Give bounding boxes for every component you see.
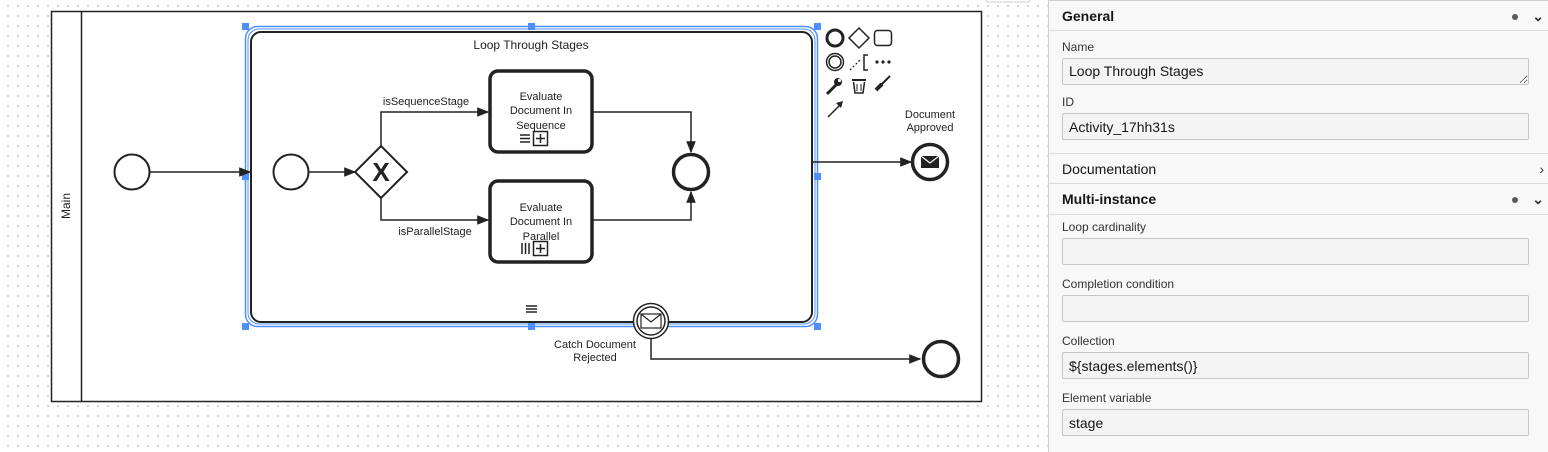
task-parallel-label-3: Parallel [523, 231, 560, 243]
append-end-event-icon[interactable] [825, 28, 845, 48]
chevron-down-icon[interactable]: ⌄ [1532, 191, 1544, 207]
group-general-title: General [1062, 8, 1115, 24]
message-end-event[interactable] [910, 142, 950, 182]
data-marker-icon [1512, 197, 1518, 203]
sequential-multi-instance-icon [526, 305, 537, 313]
element-variable-label: Element variable [1062, 391, 1152, 405]
id-input[interactable] [1062, 113, 1529, 140]
group-general-header[interactable]: General ⌄ [1049, 0, 1548, 31]
properties-panel: General ⌄ Name Loop Through Stages ID Do… [1048, 0, 1548, 452]
name-label: Name [1062, 40, 1095, 54]
name-entry: Name Loop Through Stages [1049, 39, 1548, 90]
id-label: ID [1062, 95, 1074, 109]
flow-label-is-sequence: isSequenceStage [383, 96, 469, 108]
wrench-icon[interactable] [825, 78, 842, 96]
group-documentation-header[interactable]: Documentation › [1049, 153, 1548, 184]
sequence-flow-par-to-end[interactable] [593, 190, 696, 221]
append-intermediate-event-icon[interactable] [825, 52, 845, 72]
loop-cardinality-entry: Loop cardinality [1049, 219, 1548, 265]
subprocess-loop-through-stages[interactable] [250, 31, 813, 323]
collapsed-subprocess-icon [532, 130, 549, 147]
diagram-canvas[interactable]: Main Loop Through Stages [0, 0, 1048, 452]
task-sequence-label-3: Sequence [516, 120, 566, 132]
canvas-toolbar[interactable] [985, 0, 1031, 3]
end-approved-label-2: Approved [906, 122, 953, 134]
task-sequence-label-2: Document In [510, 105, 572, 117]
boundary-message-event[interactable] [632, 302, 670, 340]
chevron-right-icon[interactable]: › [1539, 161, 1544, 177]
bpmn-diagram: Main Loop Through Stages [50, 0, 1031, 403]
loop-cardinality-label: Loop cardinality [1062, 220, 1147, 234]
group-multi-instance-title: Multi-instance [1062, 191, 1157, 207]
task-parallel-label-2: Document In [510, 216, 572, 228]
lane-label: Main [59, 193, 73, 219]
exclusive-gateway[interactable]: X [353, 144, 409, 200]
name-input[interactable]: Loop Through Stages [1062, 58, 1529, 85]
task-sequence-label-1: Evaluate [520, 91, 563, 103]
end-approved-label-1: Document [905, 109, 955, 121]
group-documentation-title: Documentation [1062, 161, 1157, 177]
completion-condition-label: Completion condition [1062, 277, 1175, 291]
collection-entry: Collection [1049, 333, 1548, 379]
paintbrush-icon[interactable] [874, 75, 891, 92]
sequence-flow-is-parallel[interactable] [380, 198, 490, 225]
sequence-flow-seq-to-end[interactable] [593, 111, 696, 154]
flow-label-is-parallel: isParallelStage [398, 226, 471, 238]
inner-end-event[interactable] [671, 152, 711, 192]
data-marker-icon [1512, 14, 1518, 20]
trash-icon[interactable] [852, 79, 866, 94]
inner-start-event[interactable] [272, 153, 310, 191]
more-options-icon[interactable] [875, 60, 891, 64]
id-entry: ID [1049, 94, 1548, 140]
subprocess-label: Loop Through Stages [473, 38, 588, 52]
context-pad[interactable] [825, 26, 893, 118]
append-task-icon[interactable] [873, 29, 893, 47]
collection-input[interactable] [1062, 352, 1529, 379]
loop-cardinality-input[interactable] [1062, 238, 1529, 265]
boundary-label-2: Rejected [573, 352, 616, 364]
task-evaluate-parallel[interactable] [488, 179, 594, 264]
completion-condition-input[interactable] [1062, 295, 1529, 322]
sequence-flow-is-sequence[interactable] [380, 107, 490, 146]
task-evaluate-sequence[interactable] [488, 69, 594, 154]
end-event-rejected[interactable] [921, 339, 961, 379]
chevron-down-icon[interactable]: ⌄ [1532, 8, 1544, 24]
boundary-label-1: Catch Document [554, 339, 636, 351]
group-multi-instance-header[interactable]: Multi-instance ⌄ [1049, 184, 1548, 215]
gateway-marker: X [372, 157, 390, 187]
parallel-marker-icon [521, 243, 530, 254]
sequential-marker-icon [520, 134, 530, 143]
text-annotation-icon[interactable] [849, 54, 868, 71]
element-variable-input[interactable] [1062, 409, 1529, 436]
task-parallel-label-1: Evaluate [520, 202, 563, 214]
completion-condition-entry: Completion condition [1049, 276, 1548, 322]
collapsed-subprocess-icon [532, 240, 549, 257]
collection-label: Collection [1062, 334, 1115, 348]
sequence-flow-rejected[interactable] [650, 339, 922, 364]
element-variable-entry: Element variable [1049, 390, 1548, 436]
append-gateway-icon[interactable] [847, 26, 871, 50]
start-event[interactable] [113, 153, 151, 191]
connect-arrow-icon[interactable] [827, 101, 843, 118]
